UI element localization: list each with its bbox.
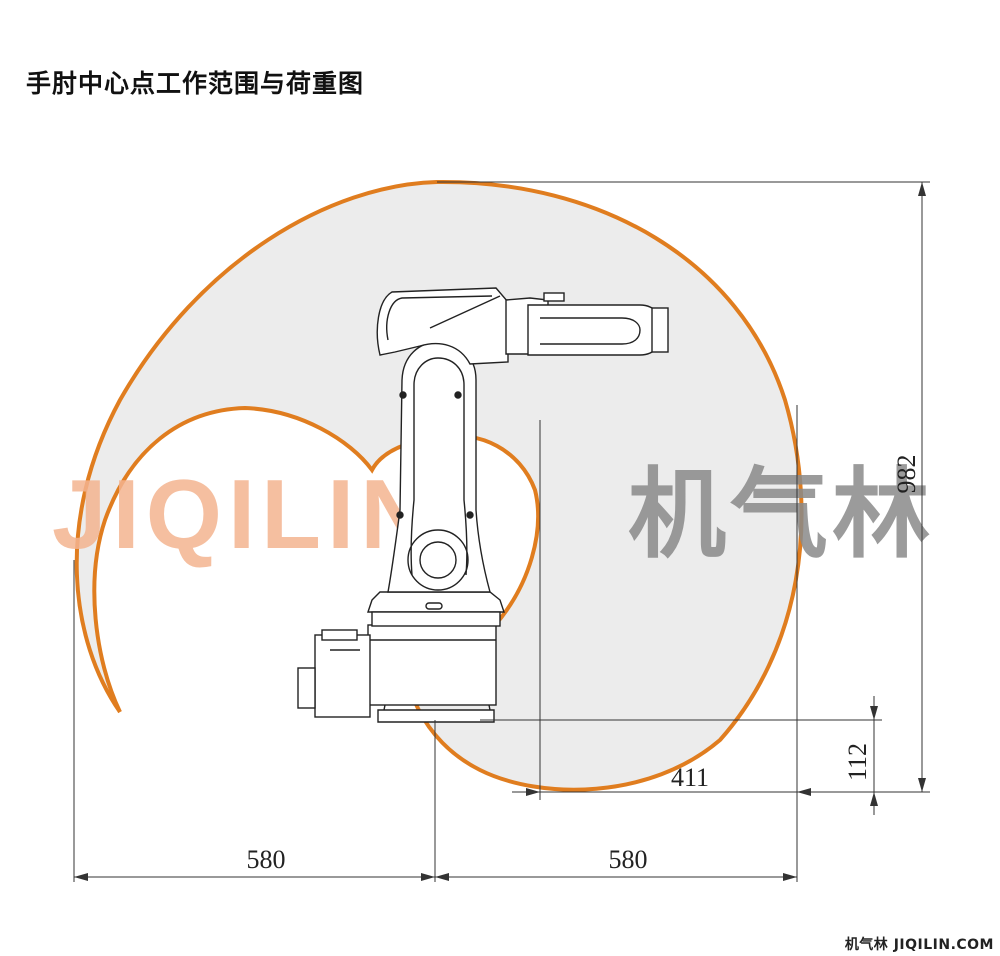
watermark-chinese: 机气林	[628, 458, 934, 572]
footer-site: JIQILIN.COM	[893, 937, 994, 953]
dimension-label-right-580: 580	[609, 845, 648, 874]
dimension-label-411: 411	[671, 763, 709, 792]
dimension-label-left-580: 580	[247, 845, 286, 874]
footer-brand: 机气林	[844, 937, 889, 953]
envelope-outer-arc	[74, 179, 804, 792]
dimension-label-982: 982	[892, 455, 921, 494]
envelope-inner-arc	[92, 405, 540, 713]
robot-arm-drawing	[297, 287, 669, 723]
dimension-label-112: 112	[843, 743, 872, 781]
dimension-arrows	[74, 182, 926, 881]
diagram-title: 手肘中心点工作范围与荷重图	[26, 69, 365, 98]
footer-credit: 机气林 JIQILIN.COM	[845, 934, 994, 954]
watermark-latin: JIQILIN	[52, 459, 437, 569]
